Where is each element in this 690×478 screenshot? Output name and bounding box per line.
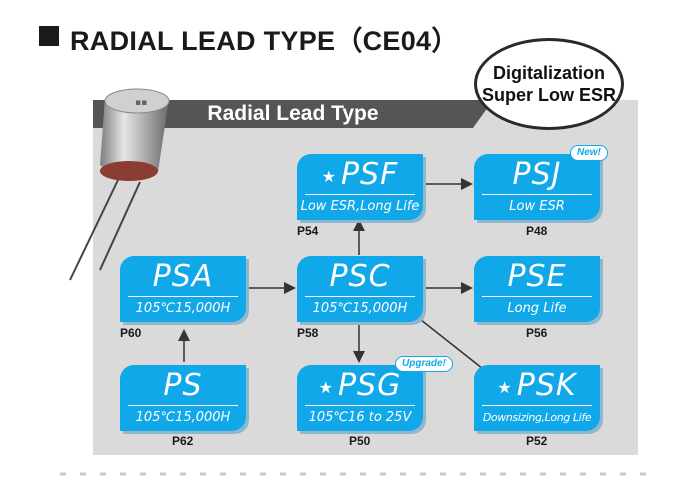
node-psk-page: P52 — [526, 434, 548, 448]
node-ps: PS 105℃15,000H — [120, 365, 246, 431]
node-psf-page: P54 — [297, 224, 319, 238]
divider — [482, 194, 592, 195]
node-psj-name: PSJ — [512, 157, 562, 192]
star-icon: ★ — [497, 378, 513, 397]
star-icon: ★ — [321, 167, 337, 186]
title-square-icon — [39, 26, 59, 46]
node-pse-name: PSE — [507, 259, 567, 294]
divider — [305, 405, 415, 406]
page-title: RADIAL LEAD TYPE（CE04） — [70, 26, 459, 56]
node-ps-name: PS — [163, 368, 203, 403]
node-psa: PSA 105℃15,000H — [120, 256, 246, 322]
node-psg-spec: 105℃16 to 25V — [308, 410, 412, 425]
node-ps-spec: 105℃15,000H — [135, 410, 231, 425]
divider — [305, 296, 415, 297]
badge-line-1: Digitalization — [493, 63, 605, 83]
dotted-divider — [60, 472, 660, 476]
node-psg-name: PSG — [337, 368, 402, 403]
node-pse-page: P56 — [526, 326, 548, 340]
node-psk-spec: Downsizing,Long Life — [482, 411, 592, 424]
node-psc-page: P58 — [297, 326, 319, 340]
node-psj-spec: Low ESR — [509, 199, 565, 214]
node-psa-name: PSA — [152, 259, 214, 294]
node-psc-spec: 105℃15,000H — [312, 301, 408, 316]
node-psf-name: PSF — [340, 157, 399, 192]
divider — [128, 296, 238, 297]
divider — [482, 296, 592, 297]
divider — [482, 405, 592, 406]
feature-badge: Digitalization Super Low ESR — [474, 38, 624, 130]
node-psf: ★PSF Low ESR,Long Life — [297, 154, 423, 220]
node-psg: ★PSG 105℃16 to 25V — [297, 365, 423, 431]
node-psk-name: PSK — [516, 368, 577, 403]
badge-line-2: Super Low ESR — [481, 85, 616, 105]
node-psg-page: P50 — [349, 434, 371, 448]
upgrade-tag: Upgrade! — [395, 356, 453, 372]
node-psf-spec: Low ESR,Long Life — [300, 199, 420, 214]
node-psa-page: P60 — [120, 326, 142, 340]
panel-title: Radial Lead Type — [207, 102, 379, 125]
node-pse: PSE Long Life — [474, 256, 600, 322]
divider — [128, 405, 238, 406]
star-icon: ★ — [318, 378, 334, 397]
panel-header: Radial Lead Type — [93, 100, 638, 128]
node-psk: ★PSK Downsizing,Long Life — [474, 365, 600, 431]
capacitor-image: ▪▪ — [69, 88, 170, 281]
node-psj: PSJ Low ESR — [474, 154, 600, 220]
new-tag: New! — [570, 145, 608, 161]
node-psj-page: P48 — [526, 224, 548, 238]
divider — [305, 194, 415, 195]
arrow-psc-psk — [415, 315, 495, 378]
node-psc-name: PSC — [329, 259, 391, 294]
node-psa-spec: 105℃15,000H — [135, 301, 231, 316]
node-pse-spec: Long Life — [507, 301, 567, 316]
node-psc: PSC 105℃15,000H — [297, 256, 423, 322]
svg-text:▪▪: ▪▪ — [135, 98, 147, 108]
node-ps-page: P62 — [172, 434, 194, 448]
